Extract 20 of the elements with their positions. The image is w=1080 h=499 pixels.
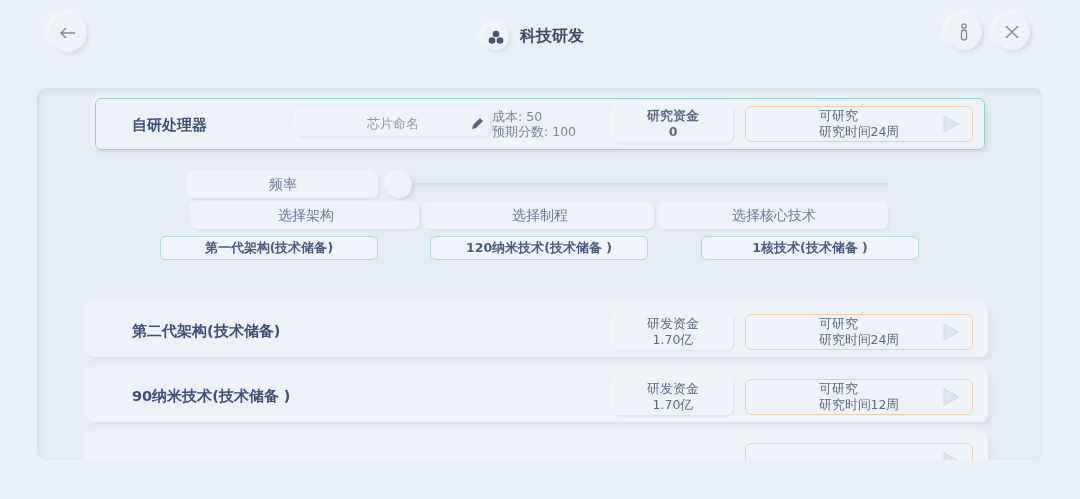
research-button: 可研究 研究时间24周 [745,314,973,350]
option-chip: 第一代架构(技术储备) [160,236,378,260]
item-name: 第二代架构(技术储备) [132,322,281,341]
section-heading: 选择核心技术 [660,203,888,229]
section-heading: 选择架构 [192,203,419,229]
expected-score-text: 预期分数: 100 [492,124,577,141]
option-chip: 1核技术(技术储备 ) [701,236,919,260]
funding-display: 研发资金 1.70亿 [613,379,733,415]
section-heading: 选择制程 [425,203,654,229]
item-name: 自研处理器 [132,116,207,135]
funding-display: 研究资金 0 [613,106,733,142]
cost-text: 成本: 50 [492,109,543,125]
research-button: 可研究 研究时间12周 [745,379,973,415]
option-chip: 120纳米技术(技术储备 ) [430,236,648,260]
frequency-label: 频率 [188,172,378,198]
research-button: 可研究 研究时间24周 [745,106,973,142]
item-name: 90纳米技术(技术储备 ) [132,387,291,406]
funding-display: 研发资金 1.70亿 [613,314,733,350]
name-input-field: 芯片命名 [296,112,490,136]
title: 科技研发 [520,26,584,47]
